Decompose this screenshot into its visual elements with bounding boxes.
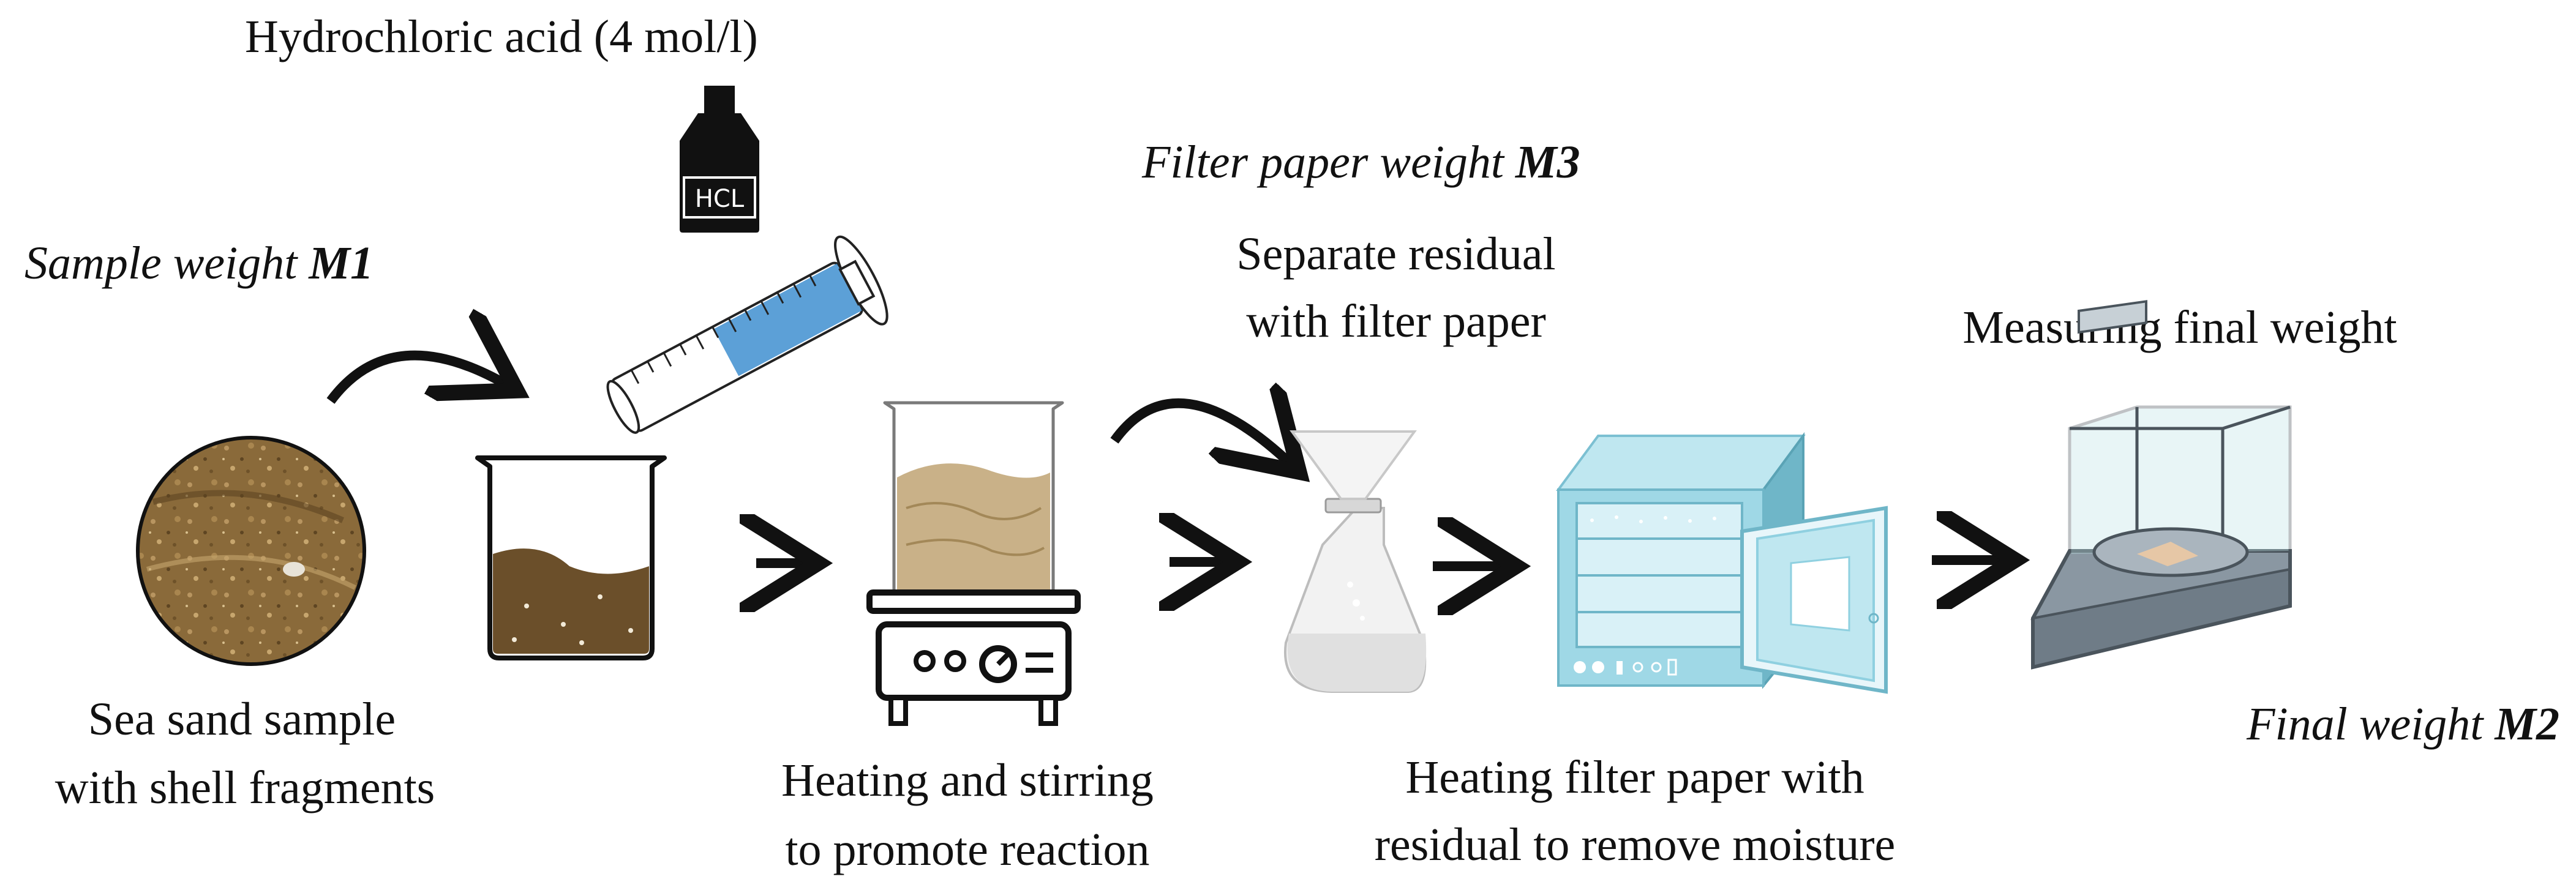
sample-caption-line1: Sea sand sample: [88, 694, 396, 745]
hcl-bottle-icon: HCL: [680, 86, 759, 233]
hotplate-beaker-icon: [866, 401, 1081, 726]
drying-oven-icon: [1556, 432, 1888, 694]
oven-caption-line2: residual to remove moisture: [1375, 819, 1896, 870]
heating-caption-line2: to promote reaction: [785, 824, 1149, 875]
hcl-label: Hydrochloric acid (4 mol/l): [245, 11, 758, 62]
analytical-balance-icon: [2030, 300, 2292, 670]
curved-arrow-to-beaker: [326, 356, 508, 404]
beaker-sediment-icon: [475, 455, 667, 660]
funnel-flask-icon: [1284, 430, 1427, 693]
measuring-label: Measuring final weight: [1962, 302, 2397, 353]
sand-sample-icon: [136, 436, 366, 666]
hcl-bottle-text: HCL: [695, 185, 745, 213]
oven-caption-line1: Heating filter paper with: [1405, 752, 1864, 803]
graduated-cylinder-icon: [606, 235, 888, 434]
heating-caption-line1: Heating and stirring: [781, 755, 1154, 806]
separate-label-line1: Separate residual: [1236, 228, 1555, 280]
filter-weight-label: Filter paper weight M3: [1141, 136, 1580, 188]
sample-weight-label: Sample weight M1: [24, 237, 374, 289]
separate-label-line2: with filter paper: [1246, 296, 1546, 347]
sample-caption-line2: with shell fragments: [55, 762, 435, 813]
final-weight-label: Final weight M2: [2246, 698, 2559, 750]
curved-arrow-to-funnel: [1110, 403, 1292, 465]
